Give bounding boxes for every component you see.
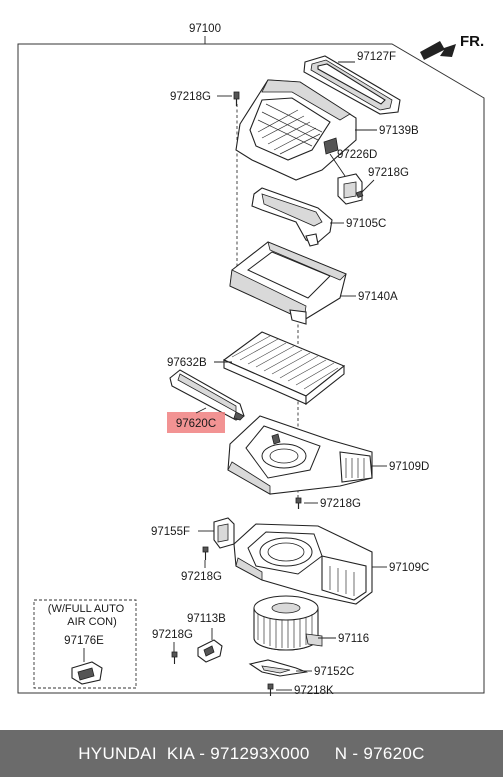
- callout-97218G-b: 97218G: [368, 167, 409, 179]
- part-connector: [197, 639, 223, 663]
- callout-97109D: 97109D: [389, 461, 429, 473]
- part-cabin-air-filter: [222, 331, 346, 406]
- callout-97140A: 97140A: [358, 291, 398, 303]
- part-gasket: [248, 659, 309, 677]
- part-filter-frame: [229, 241, 347, 325]
- callout-97176E: 97176E: [64, 635, 104, 647]
- screw-icon: [355, 190, 364, 199]
- part-resistor: [213, 517, 235, 549]
- front-direction-arrow-icon: [420, 41, 456, 60]
- callout-97105C: 97105C: [346, 218, 386, 230]
- callout-97218G-e: 97218G: [152, 629, 193, 641]
- callout-97226D: 97226D: [337, 149, 377, 161]
- part-duct: [251, 187, 333, 247]
- callout-97155F: 97155F: [151, 526, 190, 538]
- callout-97139B: 97139B: [379, 125, 419, 137]
- part-actuator: [337, 173, 363, 205]
- option-note-line2: AIR CON): [67, 616, 117, 628]
- callout-97113B: 97113B: [187, 613, 226, 625]
- option-note-line1: (W/FULL AUTO: [48, 603, 125, 615]
- screw-icon: [171, 651, 178, 664]
- screw-icon: [295, 497, 302, 509]
- screw-icon: [202, 546, 209, 560]
- callout-97620C: 97620C: [176, 418, 216, 430]
- callout-97116: 97116: [338, 633, 369, 645]
- footer-part-numbers: HYUNDAI KIA - 971293X000 N - 97620C: [0, 730, 503, 777]
- callout-97218G-c: 97218G: [320, 498, 361, 510]
- parts-diagram: 97100 FR. 97127F 97139B 97218G: [17, 23, 485, 697]
- callout-97218G-d: 97218G: [181, 571, 222, 583]
- callout-97218K: 97218K: [294, 685, 334, 697]
- callout-97109C: 97109C: [389, 562, 429, 574]
- part-lower-case: [227, 415, 373, 495]
- callout-97152C: 97152C: [314, 666, 354, 678]
- part-blower-motor: [253, 595, 323, 651]
- screw-icon: [267, 683, 274, 696]
- screw-icon: [233, 91, 240, 106]
- part-upper-case: [235, 79, 357, 181]
- direction-label: FR.: [460, 33, 484, 50]
- highlight-box-97620C: [167, 412, 225, 433]
- option-box: [33, 599, 137, 689]
- callout-97218G-a: 97218G: [170, 91, 211, 103]
- part-blower-housing: [233, 523, 373, 605]
- part-seal-ring: [303, 55, 401, 115]
- assembly-number: 97100: [189, 23, 221, 35]
- callout-97632B: 97632B: [167, 357, 207, 369]
- callout-97127F: 97127F: [357, 51, 396, 63]
- part-filter-cover: [169, 369, 245, 421]
- assembly-frame: [17, 43, 485, 694]
- part-sensor: [71, 661, 103, 685]
